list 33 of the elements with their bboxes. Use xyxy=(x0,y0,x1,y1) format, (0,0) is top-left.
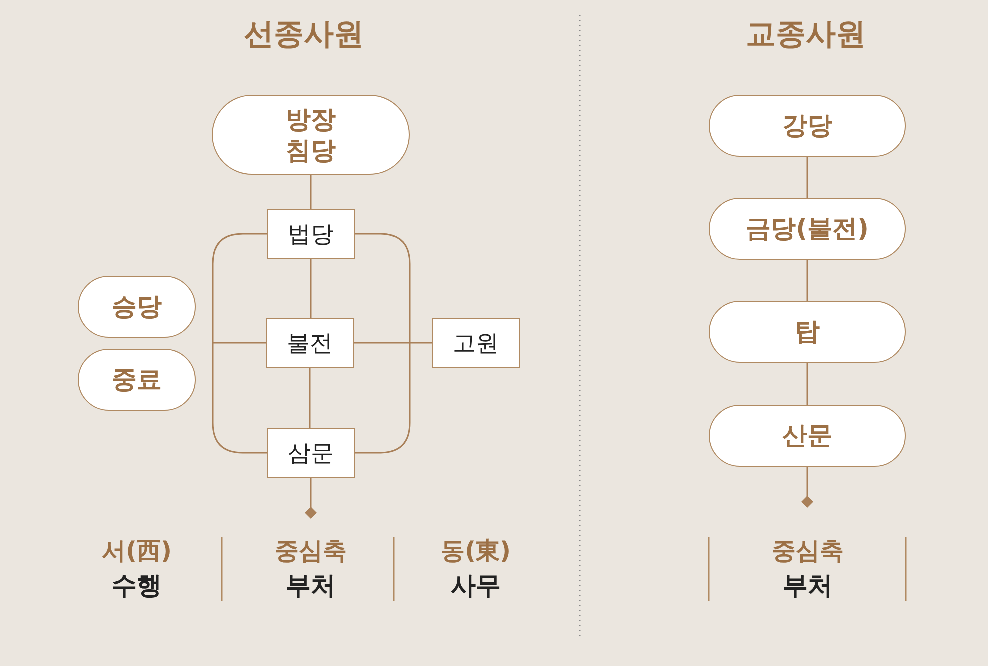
hall-box: 불전 xyxy=(266,318,354,368)
connector-line xyxy=(806,260,808,301)
section-heading: 교종사원 xyxy=(746,16,866,54)
direction-label: 서(西) xyxy=(102,536,172,567)
connector-line xyxy=(355,233,411,454)
connector-line xyxy=(309,368,311,428)
axis-label: 중심축 xyxy=(772,536,844,567)
role-label: 사무 xyxy=(451,570,501,602)
connector-line xyxy=(806,363,808,405)
axis-label: 중심축 xyxy=(275,536,347,567)
connector-line xyxy=(212,233,267,454)
connector-line xyxy=(802,467,814,508)
hall-pill: 강당 xyxy=(709,95,906,157)
direction-label: 동(東) xyxy=(441,536,511,567)
hall-box: 삼문 xyxy=(267,428,355,478)
role-label: 부처 xyxy=(783,570,833,602)
connector-line xyxy=(354,342,432,344)
hall-box: 법당 xyxy=(267,209,355,259)
connector-line xyxy=(305,478,317,519)
connector-line xyxy=(806,157,808,198)
hall-pill: 탑 xyxy=(709,301,906,363)
connector-line xyxy=(310,259,312,318)
role-label: 부처 xyxy=(286,570,336,602)
connector-line xyxy=(310,175,312,209)
hall-pill: 금당(불전) xyxy=(709,198,906,260)
connector-line xyxy=(213,342,266,344)
section-heading: 선종사원 xyxy=(244,16,364,54)
hall-box: 고원 xyxy=(432,318,520,368)
hall-pill: 중료 xyxy=(78,349,196,411)
hall-pill: 산문 xyxy=(709,405,906,467)
hall-pill: 승당 xyxy=(78,276,196,338)
role-label: 수행 xyxy=(112,570,162,602)
hall-pill: 방장 침당 xyxy=(212,95,410,175)
